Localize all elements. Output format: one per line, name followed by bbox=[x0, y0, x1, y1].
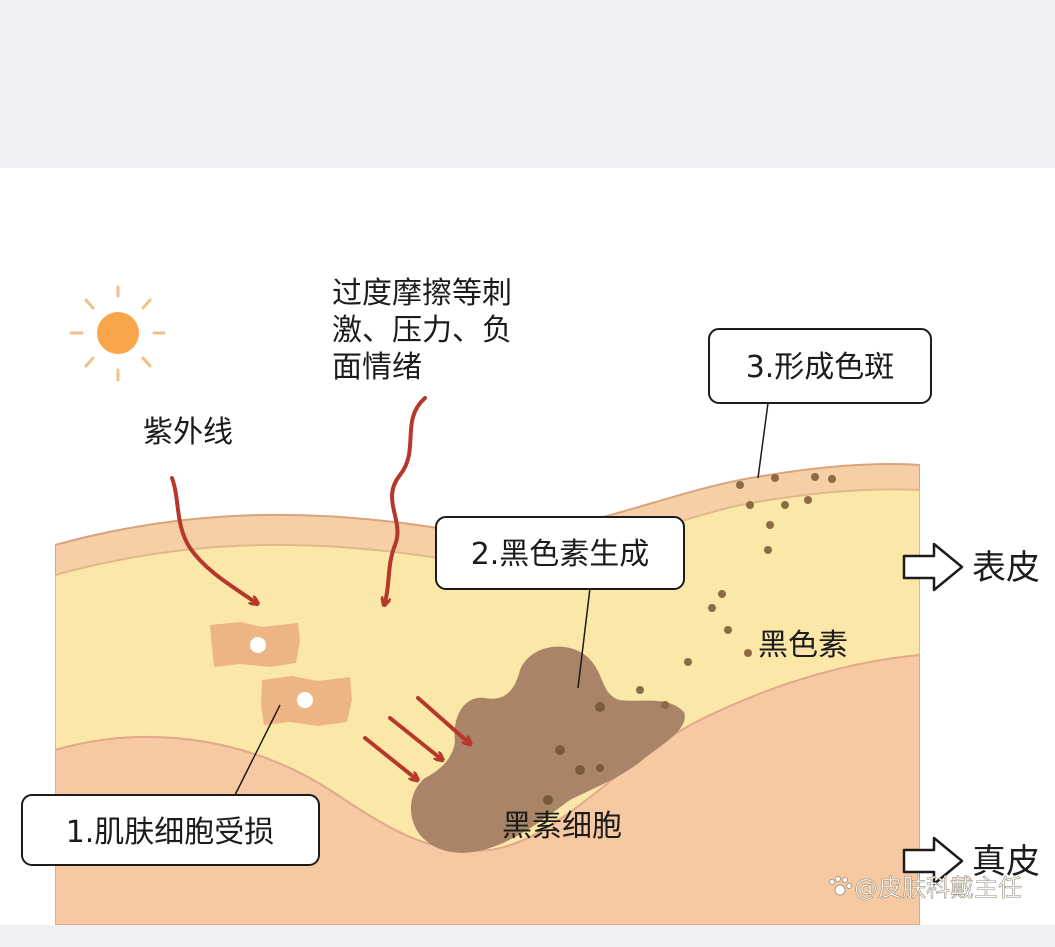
watermark: @皮肤科戴主任 bbox=[829, 874, 1022, 902]
inflammation-arrow-1 bbox=[416, 696, 468, 742]
stimulus-arrow bbox=[385, 396, 427, 602]
step3-pointer bbox=[757, 402, 769, 479]
epidermis-marker: 表皮 bbox=[902, 542, 1040, 592]
step2-pointer bbox=[577, 587, 591, 689]
melanocyte-label: 黑素细胞 bbox=[502, 809, 622, 844]
melanin-label: 黑色素 bbox=[758, 628, 848, 663]
step3-box: 3.形成色斑 bbox=[708, 328, 932, 404]
stimulus-label-line3: 面情绪 bbox=[332, 350, 422, 385]
dermis-label: 真皮 bbox=[972, 842, 1040, 882]
sun-icon bbox=[69, 285, 166, 382]
paw-icon bbox=[829, 876, 852, 896]
right-arrow-icon bbox=[902, 836, 964, 886]
damaged-cell-lower bbox=[261, 676, 352, 726]
epidermis-label: 表皮 bbox=[972, 548, 1040, 588]
bottom-background bbox=[0, 925, 1055, 947]
step2-box: 2.黑色素生成 bbox=[435, 516, 685, 590]
inflammation-arrow-3 bbox=[363, 736, 415, 778]
melanin-dots bbox=[636, 473, 836, 709]
step3-label: 3.形成色斑 bbox=[746, 350, 895, 385]
watermark-text: @皮肤科戴主任 bbox=[854, 874, 1022, 902]
stimulus-label-line2: 激、压力、负 bbox=[332, 313, 512, 348]
melanocyte-cell bbox=[410, 646, 685, 853]
inflammation-arrow-2 bbox=[388, 716, 440, 758]
melanin-granules-in-cell bbox=[543, 702, 605, 805]
step1-label: 1.肌肤细胞受损 bbox=[66, 815, 275, 850]
step1-pointer bbox=[234, 704, 281, 796]
top-background bbox=[0, 0, 1055, 168]
stimulus-label-line1: 过度摩擦等刺 bbox=[332, 276, 512, 311]
dermis-marker: 真皮 bbox=[902, 836, 1040, 886]
right-arrow-icon bbox=[902, 542, 964, 592]
uv-label: 紫外线 bbox=[143, 415, 233, 450]
step2-label: 2.黑色素生成 bbox=[471, 537, 650, 572]
step1-box: 1.肌肤细胞受损 bbox=[21, 794, 320, 866]
uv-arrow bbox=[170, 476, 255, 602]
damaged-cell-upper bbox=[210, 622, 300, 667]
